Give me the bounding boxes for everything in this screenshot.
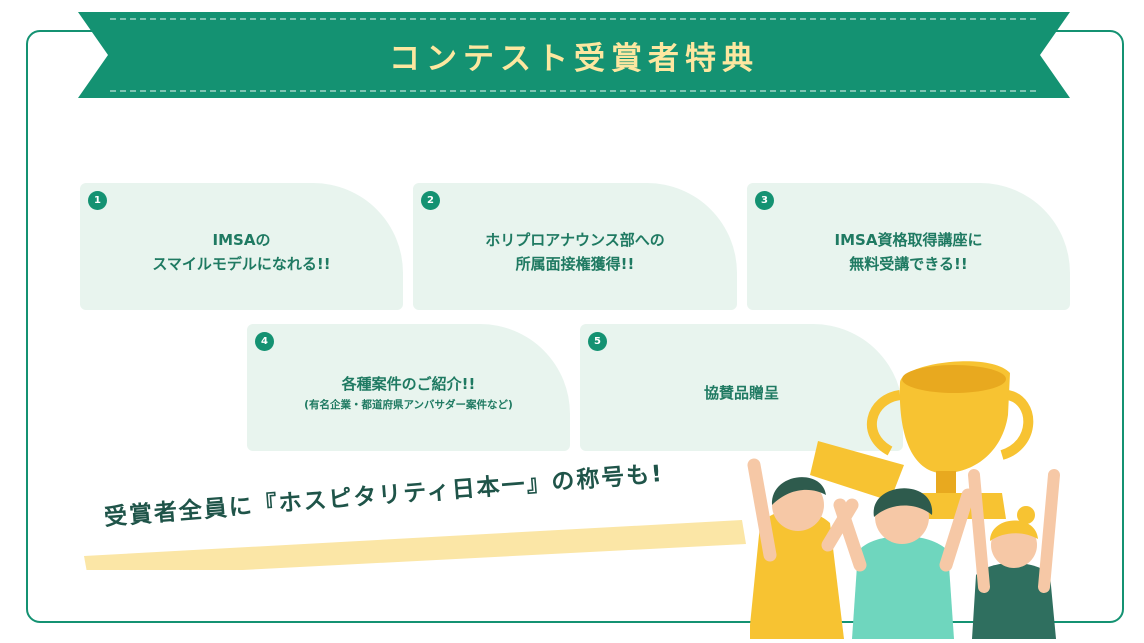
benefit-line-1: ホリプロアナウンス部への — [485, 230, 665, 249]
benefit-number: 2 — [421, 191, 440, 210]
benefit-line-1: IMSAの — [212, 230, 271, 249]
benefit-line-1: IMSA資格取得講座に — [834, 230, 983, 249]
benefit-line-1: 各種案件のご紹介!! — [341, 374, 476, 393]
benefits-frame — [26, 30, 1124, 623]
benefit-number: 1 — [88, 191, 107, 210]
benefit-number: 3 — [755, 191, 774, 210]
benefit-line-2: 無料受講できる!! — [849, 254, 968, 273]
benefit-card-1: 1 IMSAの スマイルモデルになれる!! — [80, 183, 403, 310]
benefit-card-5: 5 協賛品贈呈 — [580, 324, 903, 451]
title-award-banner: 受賞者全員に『ホスピタリティ日本一』の称号も! — [82, 461, 822, 570]
benefit-line-2: (有名企業・都道府県アンバサダー案件など) — [304, 398, 513, 411]
benefit-line-2: 所属面接権獲得!! — [515, 254, 635, 273]
benefit-line-2: スマイルモデルになれる!! — [152, 254, 331, 273]
benefit-card-3: 3 IMSA資格取得講座に 無料受講できる!! — [747, 183, 1070, 310]
page-title: コンテスト受賞者特典 — [389, 40, 759, 77]
benefit-card-4: 4 各種案件のご紹介!! (有名企業・都道府県アンバサダー案件など) — [247, 324, 570, 451]
benefit-line-1: 協賛品贈呈 — [703, 383, 779, 402]
trophy-celebration-illustration — [740, 355, 1080, 639]
benefit-number: 5 — [588, 332, 607, 351]
benefit-number: 4 — [255, 332, 274, 351]
benefit-card-2: 2 ホリプロアナウンス部への 所属面接権獲得!! — [413, 183, 737, 310]
title-ribbon: コンテスト受賞者特典 — [78, 12, 1070, 98]
